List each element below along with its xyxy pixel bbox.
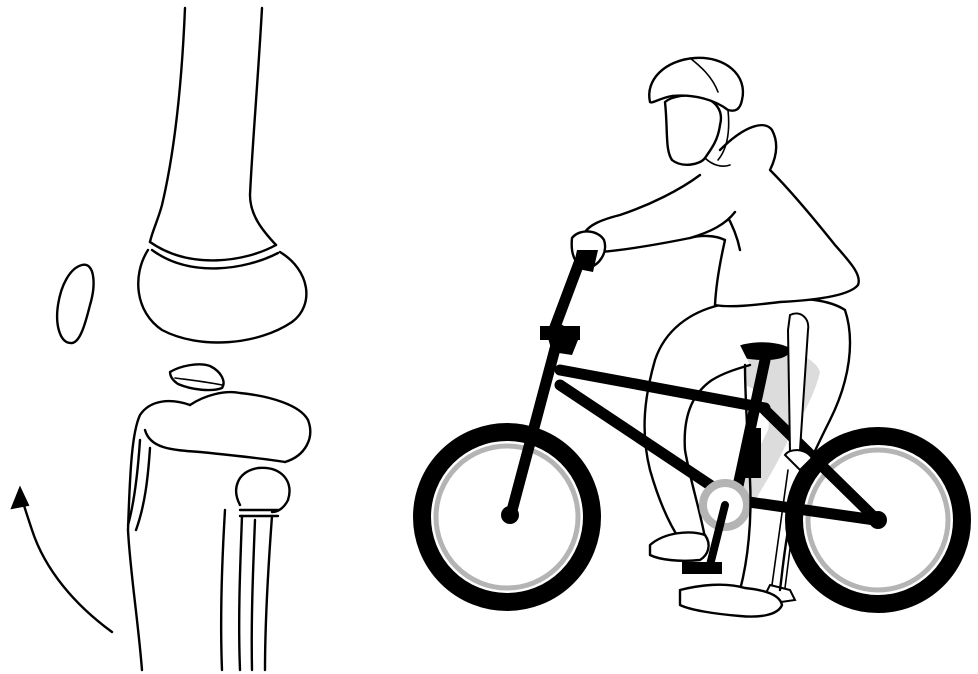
arm <box>572 175 735 272</box>
bike-frame <box>560 360 887 574</box>
fibula <box>236 468 289 670</box>
knee-joint-illustration <box>12 8 310 670</box>
patella <box>57 265 93 343</box>
tibia <box>128 392 310 670</box>
femur <box>138 8 306 342</box>
rotation-arrow <box>12 488 112 632</box>
tibial-epiphysis-fragment <box>170 364 224 390</box>
child-on-bicycle-illustration <box>422 58 962 617</box>
